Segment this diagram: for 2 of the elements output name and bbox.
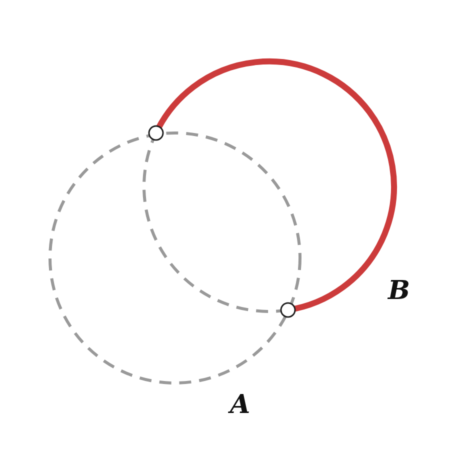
circle-label: A bbox=[230, 392, 250, 418]
circle-label: B bbox=[388, 278, 410, 304]
